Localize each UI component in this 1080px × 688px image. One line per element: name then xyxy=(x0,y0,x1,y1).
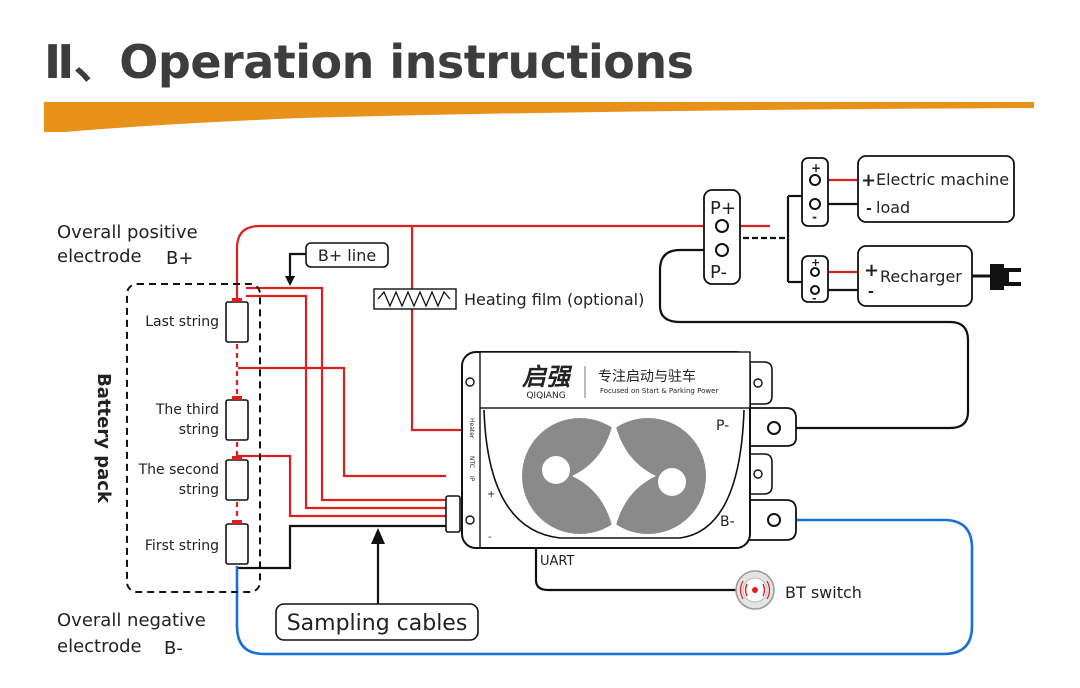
battery-pack-label: Battery pack xyxy=(93,373,114,504)
board-plus-mark: + xyxy=(487,489,495,500)
port-ip-label: IP xyxy=(468,476,475,482)
load-minus-terminal xyxy=(809,198,821,210)
resistor-zigzag-icon xyxy=(377,290,451,308)
overall-negative-label-1: Overall negative xyxy=(57,610,206,631)
recharger-conn-plus: + xyxy=(811,256,820,269)
sampling-cables-text: Sampling cables xyxy=(287,611,468,636)
last-string-label: Last string xyxy=(145,314,219,330)
bplus-line-text: B+ line xyxy=(318,246,376,265)
recharger-minus-mark: - xyxy=(868,284,874,300)
electric-machine-plus: + xyxy=(861,170,876,191)
overall-negative-label-2: electrode xyxy=(57,636,142,657)
recharger-connector xyxy=(801,255,829,303)
b-minus-label: B- xyxy=(164,638,183,659)
positive-wires xyxy=(235,178,858,522)
b-plus-label: B+ xyxy=(166,248,193,269)
load-conn-minus: - xyxy=(812,210,817,224)
page-title: Ⅱ、Operation instructions xyxy=(44,35,694,89)
load-conn-plus: + xyxy=(811,161,821,175)
board-minus-mark: - xyxy=(488,532,492,543)
signal-wires xyxy=(238,194,970,604)
board-b-minus-label: B- xyxy=(720,514,735,530)
brand-en: QIQIANG xyxy=(526,391,565,401)
slogan-cn: 专注启动与驻车 xyxy=(598,368,696,385)
bt-switch-label: BT switch xyxy=(785,583,862,602)
load-minus-mark: - xyxy=(866,201,872,217)
bluetooth-button-icon[interactable] xyxy=(735,570,775,610)
p-plus-label: P+ xyxy=(710,198,736,219)
port-heater-label: Heater xyxy=(468,418,475,439)
load-plus-terminal xyxy=(809,174,821,186)
title-accent-bar xyxy=(44,102,1034,132)
port-ntc-label: NTC xyxy=(468,456,475,468)
recharger-minus-terminal xyxy=(810,285,820,295)
board-p-minus-label: P- xyxy=(716,418,729,434)
second-string-label-2: string xyxy=(179,482,219,498)
sampling-connector xyxy=(445,495,461,533)
load-label: load xyxy=(876,198,910,217)
recharger-plus: + xyxy=(864,260,879,281)
sampling-cables-callout xyxy=(275,603,479,641)
overall-positive-label-2: electrode xyxy=(57,246,142,267)
sampling-arrow-head xyxy=(371,528,385,544)
load-connector xyxy=(801,157,829,227)
slogan-en: Focused on Start & Parking Power xyxy=(600,387,718,395)
p-plus-terminal xyxy=(715,219,729,233)
recharger-label: Recharger xyxy=(880,267,962,286)
heating-film-label: Heating film (optional) xyxy=(464,290,644,309)
third-string-label-1: The third xyxy=(155,402,219,418)
first-string-label: First string xyxy=(145,538,219,554)
bplus-line-callout xyxy=(305,242,389,268)
overall-positive-label-1: Overall positive xyxy=(57,222,198,243)
p-minus-label: P- xyxy=(710,262,727,283)
cell-terminals xyxy=(232,298,242,524)
electric-machine-box xyxy=(857,155,1015,223)
battery-cells xyxy=(225,301,249,565)
negative-wire xyxy=(235,518,974,656)
brand-cn: 启强 xyxy=(521,363,573,391)
recharger-conn-minus: - xyxy=(812,292,817,305)
recharger-plus-terminal xyxy=(810,267,820,277)
p-minus-terminal xyxy=(715,243,729,257)
p-terminal-block xyxy=(703,189,741,285)
electric-machine-label: Electric machine xyxy=(876,170,1009,189)
second-string-label-1: The second xyxy=(138,462,219,478)
bplus-arrow-head xyxy=(285,276,295,286)
power-plug-icon xyxy=(972,264,1021,290)
third-string-label-2: string xyxy=(179,422,219,438)
uart-label: UART xyxy=(540,554,574,569)
qiqiang-logo-icon xyxy=(522,418,706,534)
